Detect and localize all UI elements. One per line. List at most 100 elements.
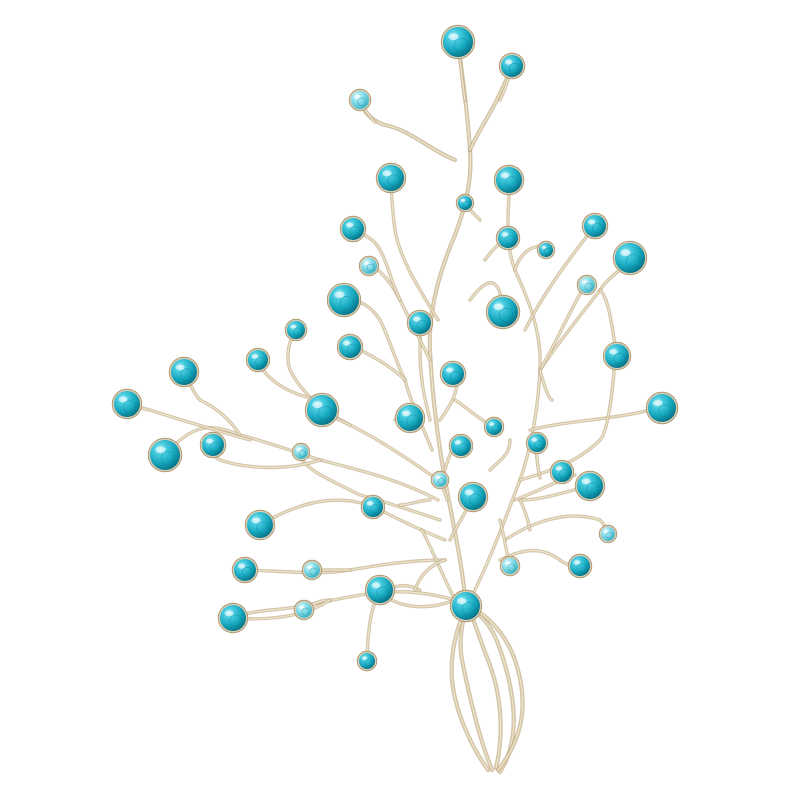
branch-highlight [232,591,456,619]
bead-glass [307,395,337,425]
bead-facet [469,493,482,506]
bead-glass [539,243,553,257]
bead-glass [339,336,361,358]
bead-shine [435,476,441,480]
bead-facet [577,563,587,573]
bead-facet [507,563,516,572]
branch-shadow [357,97,458,163]
bead [567,553,593,579]
bead-glass [452,592,480,620]
bead-glass [605,344,629,368]
bead-shine [448,33,459,41]
bead-facet [301,607,310,616]
bead [493,164,525,196]
bead-shine [371,582,381,589]
bead-facet [255,357,265,367]
bead [499,555,521,577]
bead-facet [416,319,428,331]
bead-glass [458,196,472,210]
bead-shine [224,610,234,617]
bead-facet [449,370,461,382]
bead-shine [541,246,547,250]
bead-glass [351,91,369,109]
bead [448,433,474,459]
bead [293,599,315,621]
bead-shine [620,249,631,257]
bead-shine [251,354,259,359]
bead-glass [496,167,522,193]
bead-facet [241,566,253,578]
bead-glass [287,321,305,339]
bead-shine [401,410,411,417]
bead-shine [290,324,297,329]
bead-glass [361,258,377,274]
bead-shine [361,656,368,660]
bead-facet [209,441,221,453]
bead [430,470,450,490]
bead [581,212,609,240]
bead-glass [615,243,645,273]
bead [406,309,434,337]
branch-shadow [488,438,512,472]
bead-shine [504,561,511,565]
branch-shadow [388,176,440,322]
bead-shine [342,340,351,346]
bead-facet [605,531,613,539]
bead-facet [505,176,518,189]
branch-highlight [460,605,493,771]
bead [525,431,549,455]
bead-facet [462,200,470,208]
branch-highlight [469,606,524,771]
bead-facet [370,504,380,514]
branch-shadow [503,514,610,542]
bead-glass [460,484,486,510]
bead [536,240,556,260]
bead [455,193,475,213]
bead-shine [456,598,467,605]
bead-facet [625,253,641,269]
bead-shine [573,560,581,565]
bead-shine [603,530,609,534]
bead-facet [298,449,306,457]
bead [217,602,249,634]
bead [394,402,426,434]
bead-glass [150,440,180,470]
bead-glass [367,577,393,603]
bead-facet [339,295,355,311]
bead [304,392,340,428]
branch-highlight [421,529,456,601]
bead-shine [306,565,313,569]
branch-highlight [519,354,616,481]
bead [244,509,276,541]
bead-facet [317,405,333,421]
bead-facet [591,222,603,234]
bead-facet [458,443,468,453]
bead [612,240,648,276]
bead [336,333,364,361]
bead [360,494,386,520]
bead-glass [584,215,606,237]
bead [348,88,372,112]
bead-glass [329,285,359,315]
branch-highlight [489,439,511,471]
bead [291,442,311,462]
bead-facet [293,327,303,337]
bead-glass [486,419,502,435]
bead [356,650,378,672]
bead-shine [312,401,323,409]
bead-glass [433,473,447,487]
bead-shine [460,199,466,203]
bead-shine [587,219,596,225]
bead [358,255,380,277]
bead-shine [609,349,618,355]
bead-glass [552,462,572,482]
bead-glass [304,562,320,578]
branch-shadow [258,498,447,542]
branch-group [125,39,664,775]
bead [576,274,598,296]
bead-facet [357,97,367,107]
bead [439,360,467,388]
bead-facet [387,174,400,187]
bead-facet [346,343,358,355]
